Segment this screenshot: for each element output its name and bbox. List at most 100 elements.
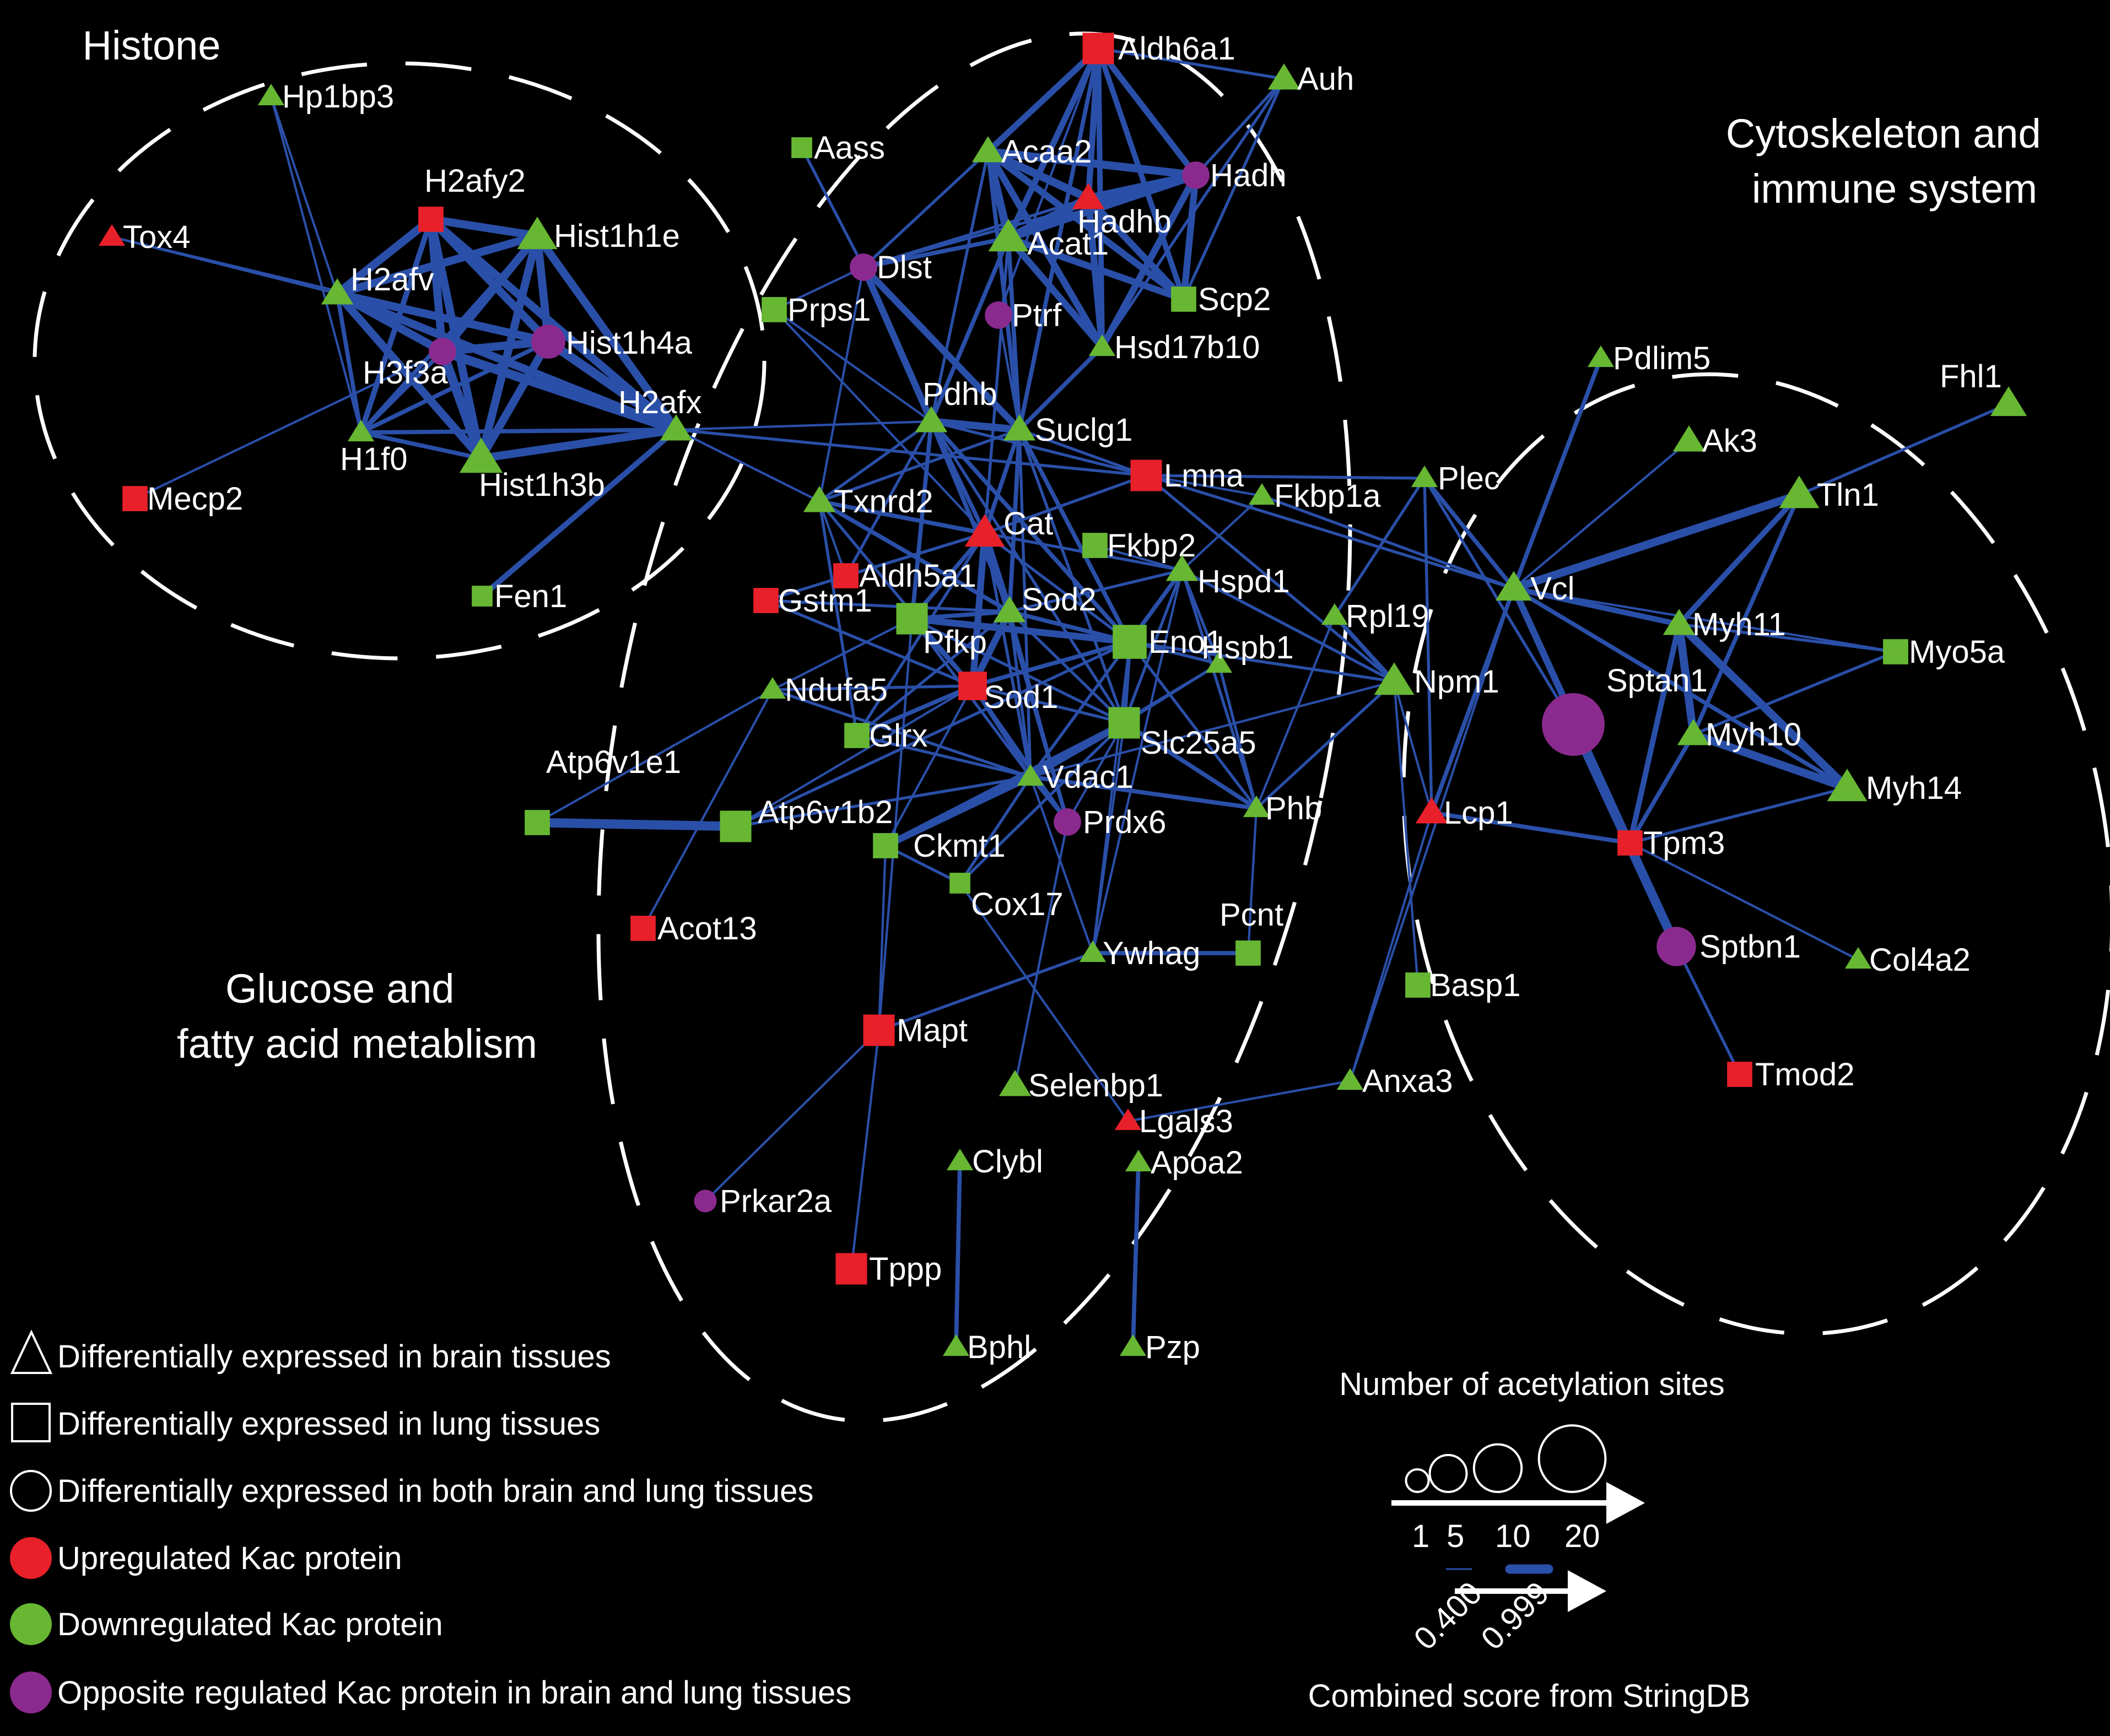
node-mecp2[interactable]: Mecp2 [122, 481, 243, 517]
node-mapt[interactable]: Mapt [863, 1013, 968, 1048]
node-marker-hist1h3b [459, 437, 503, 473]
node-prdx6[interactable]: Prdx6 [1054, 804, 1167, 840]
node-label-clybl: Clybl [972, 1144, 1043, 1180]
node-cat[interactable]: Cat [964, 506, 1054, 547]
node-hist1h1e[interactable]: Hist1h1e [517, 217, 680, 254]
node-lcp1[interactable]: Lcp1 [1415, 795, 1513, 831]
node-prkar2a[interactable]: Prkar2a [694, 1183, 832, 1219]
node-sptan1[interactable]: Sptan1 [1542, 663, 1708, 756]
node-label-acat1: Acat1 [1027, 226, 1109, 262]
node-ywhag[interactable]: Ywhag [1079, 935, 1200, 971]
node-tln1[interactable]: Tln1 [1779, 475, 1879, 513]
node-h1f0[interactable]: H1f0 [340, 420, 408, 477]
node-acaa2[interactable]: Acaa2 [972, 134, 1092, 170]
node-h2afv[interactable]: H2afv [321, 262, 434, 305]
node-auh[interactable]: Auh [1267, 61, 1354, 97]
edge-hist1h1e-h1f0 [359, 234, 539, 435]
node-phb[interactable]: Phb [1243, 791, 1322, 826]
node-suclg1[interactable]: Suclg1 [1003, 412, 1133, 448]
node-hp1bp3[interactable]: Hp1bp3 [257, 79, 394, 115]
node-apoa2[interactable]: Apoa2 [1125, 1145, 1243, 1181]
node-myh11[interactable]: Myh11 [1663, 607, 1786, 642]
node-tpm3[interactable]: Tpm3 [1617, 825, 1725, 861]
edge-rpl19-npm1 [1332, 614, 1396, 684]
square-shape-icon [11, 1403, 51, 1442]
node-pzp[interactable]: Pzp [1119, 1329, 1200, 1365]
node-ptrf[interactable]: Ptrf [985, 298, 1062, 333]
node-col4a2[interactable]: Col4a2 [1844, 942, 1971, 978]
edge-fen1-h2afx [479, 427, 679, 599]
edge-plec-lcp1 [1423, 477, 1433, 814]
node-acat1[interactable]: Acat1 [988, 219, 1109, 262]
node-vdac1[interactable]: Vdac1 [1017, 759, 1134, 795]
node-sptbn1[interactable]: Sptbn1 [1656, 927, 1801, 966]
node-cox17[interactable]: Cox17 [949, 873, 1064, 922]
node-hspd1[interactable]: Hspd1 [1165, 555, 1290, 599]
node-prps1[interactable]: Prps1 [762, 292, 871, 328]
node-myo5a[interactable]: Myo5a [1883, 634, 2005, 670]
node-pdhb[interactable]: Pdhb [915, 376, 997, 432]
node-sod2[interactable]: Sod2 [993, 582, 1097, 623]
node-glrx[interactable]: Glrx [844, 718, 927, 754]
node-sod1[interactable]: Sod1 [958, 672, 1058, 715]
node-pdlim5[interactable]: Pdlim5 [1587, 340, 1710, 376]
node-marker-scp2 [1171, 286, 1196, 312]
node-pcnt[interactable]: Pcnt [1219, 897, 1283, 966]
node-slc25a5[interactable]: Slc25a5 [1108, 707, 1256, 761]
cluster-labels: Histone Glucose and fatty acid metablism… [83, 23, 2041, 1067]
node-tox4[interactable]: Tox4 [98, 219, 191, 255]
node-ckmt1[interactable]: Ckmt1 [873, 828, 1006, 864]
node-scp2[interactable]: Scp2 [1171, 282, 1271, 317]
node-hadh[interactable]: Hadh [1182, 158, 1287, 193]
node-aass[interactable]: Aass [791, 130, 885, 166]
edge-atp6v1b2-vdac1 [734, 775, 1032, 828]
node-hist1h4a[interactable]: Hist1h4a [531, 325, 693, 361]
node-dlst[interactable]: Dlst [850, 250, 932, 285]
node-hist1h3b[interactable]: Hist1h3b [459, 437, 605, 503]
node-aldh5a1[interactable]: Aldh5a1 [833, 558, 976, 594]
node-label-txnrd2: Txnrd2 [834, 484, 933, 520]
node-lmna[interactable]: Lmna [1130, 458, 1244, 494]
node-atp6v1b2[interactable]: Atp6v1b2 [720, 794, 893, 842]
node-tppp[interactable]: Tppp [835, 1251, 942, 1287]
node-myh10[interactable]: Myh10 [1677, 717, 1801, 753]
edge-suclg1-ptrf [997, 313, 1021, 431]
node-basp1[interactable]: Basp1 [1405, 967, 1520, 1003]
node-h2afy2[interactable]: H2afy2 [418, 163, 526, 232]
edge-slc25a5-phb [1122, 721, 1259, 810]
node-tmod2[interactable]: Tmod2 [1727, 1057, 1855, 1093]
size-scale-label-10: 10 [1495, 1518, 1531, 1554]
node-ndufa5[interactable]: Ndufa5 [759, 672, 888, 708]
node-lgals3[interactable]: Lgals3 [1114, 1104, 1233, 1139]
node-ak3[interactable]: Ak3 [1672, 423, 1757, 459]
edge-mapt-prkar2a [704, 1029, 881, 1203]
node-plec[interactable]: Plec [1411, 461, 1500, 496]
node-vcl[interactable]: Vcl [1495, 571, 1575, 607]
node-bphl[interactable]: Bphl [942, 1329, 1031, 1365]
edge-ndufa5-vdac1 [771, 688, 1032, 778]
node-npm1[interactable]: Npm1 [1374, 662, 1499, 700]
node-txnrd2[interactable]: Txnrd2 [803, 484, 933, 520]
node-hsd17b10[interactable]: Hsd17b10 [1088, 329, 1260, 365]
node-aldh6a1[interactable]: Aldh6a1 [1082, 31, 1235, 67]
node-anxa3[interactable]: Anxa3 [1336, 1063, 1453, 1099]
node-gstm1[interactable]: Gstm1 [753, 583, 872, 619]
node-label-hp1bp3: Hp1bp3 [282, 79, 394, 115]
node-hspb1[interactable]: Hspb1 [1201, 630, 1294, 673]
node-label-acot13: Acot13 [657, 911, 757, 947]
node-h2afx[interactable]: H2afx [618, 385, 702, 441]
node-hadhb[interactable]: Hadhb [1072, 183, 1172, 240]
node-pfkp[interactable]: Pfkp [896, 603, 987, 660]
node-fkbp1a[interactable]: Fkbp1a [1248, 478, 1381, 514]
node-fhl1[interactable]: Fhl1 [1940, 359, 2027, 417]
node-eno1[interactable]: Eno1 [1113, 624, 1223, 660]
node-h3f3a[interactable]: H3f3a [363, 338, 456, 391]
edge-vdac1-glrx [855, 734, 1032, 778]
node-fen1[interactable]: Fen1 [472, 578, 567, 614]
node-acot13[interactable]: Acot13 [630, 911, 757, 947]
node-clybl[interactable]: Clybl [946, 1144, 1043, 1180]
node-rpl19[interactable]: Rpl19 [1321, 598, 1429, 634]
node-selenbp1[interactable]: Selenbp1 [999, 1068, 1163, 1104]
node-myh14[interactable]: Myh14 [1827, 769, 1962, 806]
node-atp6v1e1[interactable]: Atp6v1e1 [525, 744, 681, 835]
